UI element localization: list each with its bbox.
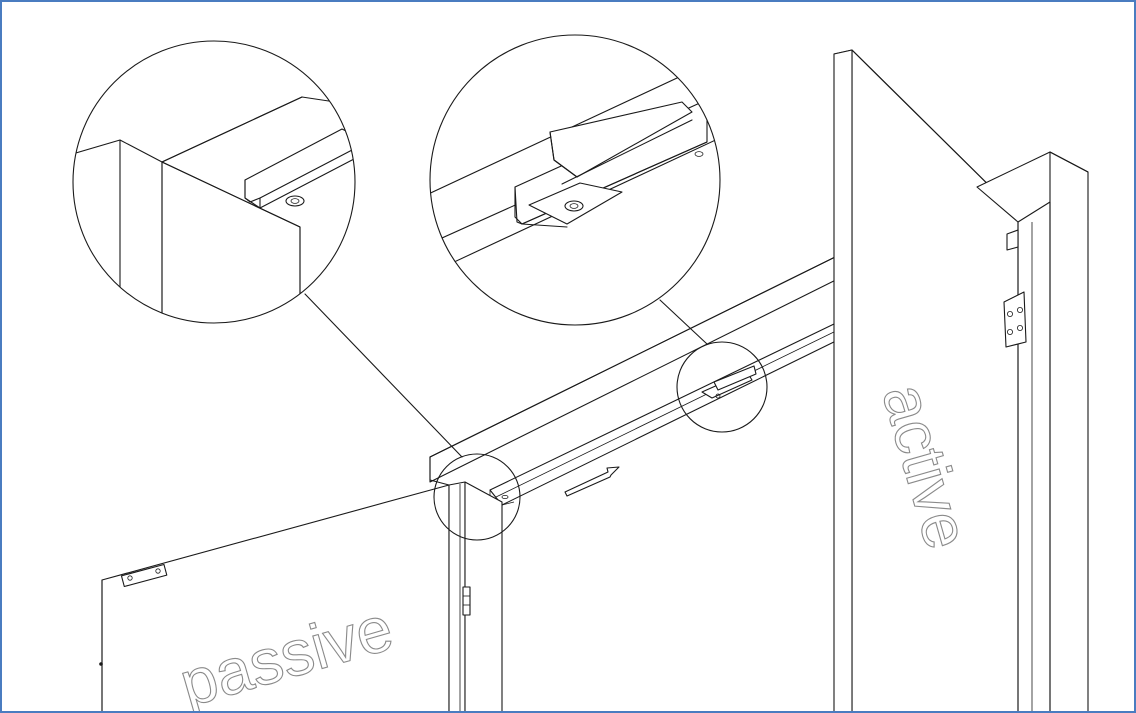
detail-view-right [429, 34, 721, 326]
direction-arrow-icon [564, 466, 620, 497]
detail-marker-right [676, 341, 768, 433]
leader-line-left [304, 293, 463, 458]
right-frame-jamb [976, 151, 1089, 711]
detail-view-left [72, 40, 356, 324]
leader-line-right [659, 299, 708, 345]
slider-bracket [701, 365, 757, 399]
active-door-leaf [833, 49, 1019, 711]
frame-post [429, 456, 503, 711]
passive-door-leaf [99, 484, 450, 711]
detail-marker-left [433, 453, 521, 541]
